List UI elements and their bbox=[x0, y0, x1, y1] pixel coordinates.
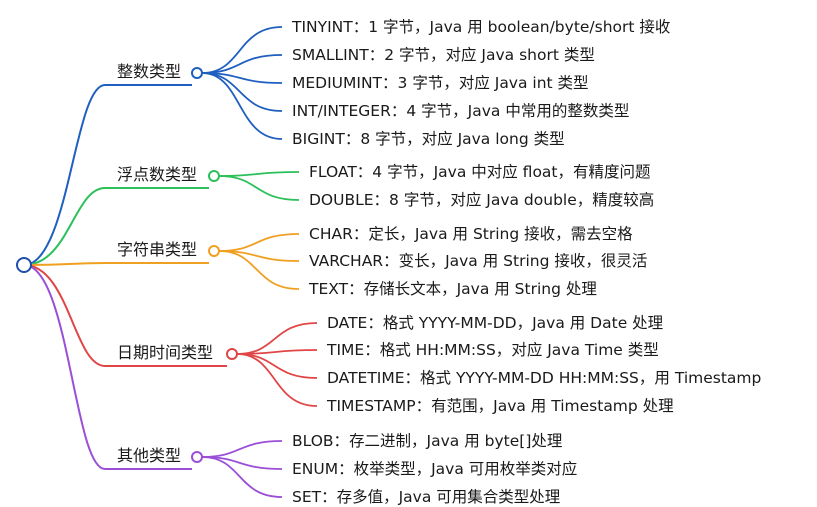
branch-other bbox=[23, 264, 192, 470]
leaf-connector-integer-1 bbox=[201, 54, 283, 74]
leaf-connector-string-2 bbox=[218, 250, 300, 290]
branch-float bbox=[23, 187, 209, 266]
leaf-connector-float-0 bbox=[218, 171, 300, 177]
leaf-integer-2: MEDIUMINT：3 字节，对应 Java int 类型 bbox=[292, 74, 589, 92]
branch-integer bbox=[23, 84, 192, 266]
leaf-float-1: DOUBLE：8 字节，对应 Java double，精度较高 bbox=[309, 191, 655, 209]
node-other bbox=[191, 451, 203, 463]
leaf-string-2: TEXT：存储长文本，Java 用 String 处理 bbox=[309, 280, 597, 298]
leaf-connector-other-2 bbox=[201, 456, 283, 498]
node-string bbox=[208, 245, 220, 257]
leaf-float-0: FLOAT：4 字节，Java 中对应 float，有精度问题 bbox=[309, 163, 651, 181]
category-label-integer: 整数类型 bbox=[117, 62, 182, 81]
leaf-integer-4: BIGINT：8 字节，对应 Java long 类型 bbox=[292, 130, 565, 148]
leaf-connector-datetime-2 bbox=[236, 353, 318, 379]
leaf-connector-string-0 bbox=[218, 233, 300, 252]
branch-datetime bbox=[23, 264, 227, 367]
node-datetime bbox=[226, 348, 238, 360]
leaf-datetime-2: DATETIME：格式 YYYY-MM-DD HH:MM:SS，用 Timest… bbox=[327, 369, 762, 387]
leaf-integer-1: SMALLINT：2 字节，对应 Java short 类型 bbox=[292, 46, 595, 64]
leaf-integer-3: INT/INTEGER：4 字节，Java 中常用的整数类型 bbox=[292, 102, 630, 120]
leaf-datetime-1: TIME：格式 HH:MM:SS，对应 Java Time 类型 bbox=[327, 341, 659, 359]
node-float bbox=[208, 170, 220, 182]
branches bbox=[23, 26, 318, 498]
root-node bbox=[16, 257, 32, 273]
leaf-connector-float-1 bbox=[218, 175, 300, 201]
node-integer bbox=[191, 67, 203, 79]
category-label-datetime: 日期时间类型 bbox=[117, 343, 214, 362]
leaf-datetime-3: TIMESTAMP：有范围，Java 用 Timestamp 处理 bbox=[327, 397, 674, 415]
leaf-integer-0: TINYINT：1 字节，Java 用 boolean/byte/short 接… bbox=[292, 18, 671, 36]
leaf-connector-other-0 bbox=[201, 440, 283, 458]
leaf-connector-datetime-3 bbox=[236, 353, 318, 407]
leaf-connector-integer-4 bbox=[201, 72, 283, 140]
leaf-datetime-0: DATE：格式 YYYY-MM-DD，Java 用 Date 处理 bbox=[327, 314, 664, 332]
leaf-string-1: VARCHAR：变长，Java 用 String 接收，很灵活 bbox=[309, 252, 648, 270]
category-label-other: 其他类型 bbox=[117, 446, 182, 465]
leaf-other-0: BLOB：存二进制，Java 用 byte[]处理 bbox=[292, 432, 563, 450]
leaf-string-0: CHAR：定长，Java 用 String 接收，需去空格 bbox=[309, 225, 633, 243]
leaf-other-2: SET：存多值，Java 可用集合类型处理 bbox=[292, 488, 561, 506]
branch-string bbox=[23, 262, 209, 266]
leaf-connector-integer-0 bbox=[201, 26, 283, 74]
category-label-float: 浮点数类型 bbox=[117, 165, 198, 184]
category-label-string: 字符串类型 bbox=[117, 240, 198, 259]
leaf-other-1: ENUM：枚举类型，Java 可用枚举类对应 bbox=[292, 460, 578, 478]
